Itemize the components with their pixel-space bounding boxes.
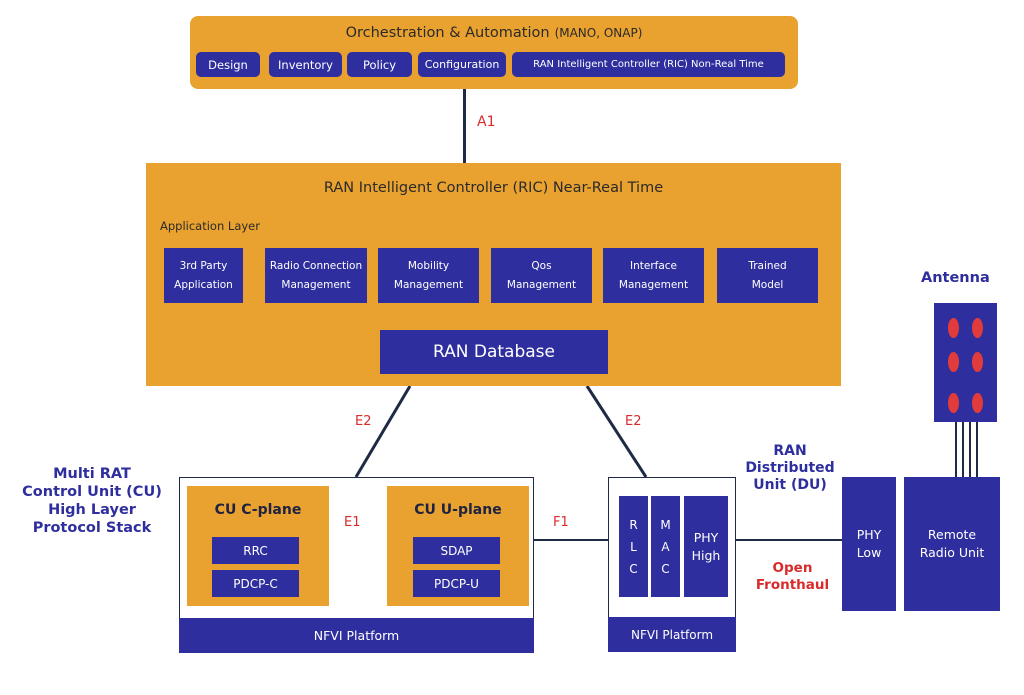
cu-label-line3: High Layer bbox=[48, 502, 136, 518]
e2-left-label: E2 bbox=[355, 414, 372, 429]
app-interface-line1: Interface bbox=[629, 259, 677, 272]
app-trained-model-line1: Trained bbox=[748, 259, 787, 272]
phy-low-line1: PHY bbox=[856, 527, 882, 542]
du-nfvi-platform: NFVI Platform bbox=[608, 617, 736, 652]
phy-low-line2: Low bbox=[856, 545, 882, 560]
orchestration-subtitle: (MANO, ONAP) bbox=[554, 26, 643, 40]
cu-label: Multi RAT Control Unit (CU) High Layer P… bbox=[12, 465, 172, 537]
pdcp-c-block: PDCP-C bbox=[212, 570, 299, 597]
orchestration-title-row: Orchestration & Automation (MANO, ONAP) bbox=[190, 23, 798, 43]
cu-u-plane-title: CU U-plane bbox=[414, 502, 502, 518]
du-label-line3: Unit (DU) bbox=[753, 477, 827, 493]
app-radio-connection-line1: Radio Connection bbox=[269, 259, 363, 272]
rlc-letter-3: C bbox=[629, 561, 638, 576]
inventory-button: Inventory bbox=[269, 52, 342, 77]
f1-label: F1 bbox=[553, 515, 569, 530]
mac-letter-3: C bbox=[661, 561, 670, 576]
app-mobility-line2: Management bbox=[393, 278, 464, 291]
cu-c-plane-title: CU C-plane bbox=[214, 502, 302, 518]
mac-block: M A C bbox=[651, 496, 680, 597]
rru-line1: Remote bbox=[927, 527, 977, 542]
phy-high-line1: PHY bbox=[693, 529, 719, 545]
open-fronthaul-line1: Open bbox=[772, 560, 813, 576]
policy-button: Policy bbox=[347, 52, 412, 77]
rrc-block: RRC bbox=[212, 537, 299, 564]
app-interface-line2: Management bbox=[618, 278, 689, 291]
e2-right-label: E2 bbox=[625, 414, 642, 429]
antenna-element-3 bbox=[948, 352, 959, 372]
antenna-element-5 bbox=[948, 393, 959, 413]
configuration-button: Configuration bbox=[418, 52, 506, 77]
ran-database: RAN Database bbox=[380, 330, 608, 374]
app-trained-model-line2: Model bbox=[751, 278, 784, 291]
app-radio-connection: Radio Connection Management bbox=[265, 248, 367, 303]
du-label: RAN Distributed Unit (DU) bbox=[735, 443, 845, 494]
pdcp-u-block: PDCP-U bbox=[413, 570, 500, 597]
app-interface: Interface Management bbox=[603, 248, 704, 303]
open-fronthaul-line2: Fronthaul bbox=[755, 577, 830, 593]
cu-label-line2: Control Unit (CU) bbox=[22, 484, 162, 500]
du-label-line2: Distributed bbox=[745, 460, 835, 476]
application-layer-label: Application Layer bbox=[160, 219, 260, 233]
cu-label-line1: Multi RAT bbox=[53, 466, 131, 482]
app-qos-line1: Qos bbox=[531, 259, 552, 272]
app-mobility-line1: Mobility bbox=[407, 259, 450, 272]
mac-letter-2: A bbox=[661, 539, 670, 554]
ric-non-rt-button: RAN Intelligent Controller (RIC) Non-Rea… bbox=[512, 52, 785, 77]
app-trained-model: Trained Model bbox=[717, 248, 818, 303]
phy-high-block: PHY High bbox=[684, 496, 728, 597]
e1-label: E1 bbox=[344, 515, 361, 530]
remote-radio-unit: Remote Radio Unit bbox=[904, 477, 1000, 611]
design-button: Design bbox=[196, 52, 260, 77]
app-radio-connection-line2: Management bbox=[281, 278, 351, 291]
app-3rd-party-line2: Application bbox=[174, 278, 233, 291]
a1-link-line bbox=[463, 89, 466, 163]
antenna-element-1 bbox=[948, 318, 959, 338]
e2-right-line bbox=[585, 385, 648, 478]
phy-high-line2: High bbox=[691, 547, 721, 563]
app-mobility: Mobility Management bbox=[378, 248, 479, 303]
app-3rd-party-line1: 3rd Party bbox=[179, 259, 228, 272]
sdap-block: SDAP bbox=[413, 537, 500, 564]
app-qos-line2: Management bbox=[506, 278, 577, 291]
open-fronthaul-label: Open Fronthaul bbox=[745, 560, 840, 594]
orchestration-title: Orchestration & Automation bbox=[345, 25, 550, 41]
du-label-line1: RAN bbox=[773, 443, 807, 459]
phy-low-block: PHY Low bbox=[842, 477, 896, 611]
mac-letter-1: M bbox=[660, 517, 671, 532]
antenna-label: Antenna bbox=[921, 270, 990, 286]
antenna-panel bbox=[934, 303, 997, 422]
rru-line2: Radio Unit bbox=[919, 545, 985, 560]
ric-near-rt-title: RAN Intelligent Controller (RIC) Near-Re… bbox=[323, 180, 664, 196]
antenna-element-2 bbox=[972, 318, 983, 338]
a1-label: A1 bbox=[477, 114, 496, 130]
rlc-block: R L C bbox=[619, 496, 648, 597]
antenna-element-4 bbox=[972, 352, 983, 372]
app-qos: Qos Management bbox=[491, 248, 592, 303]
cu-nfvi-platform: NFVI Platform bbox=[179, 618, 534, 653]
antenna-element-6 bbox=[972, 393, 983, 413]
e2-left-line bbox=[354, 385, 412, 478]
app-3rd-party: 3rd Party Application bbox=[164, 248, 243, 303]
rlc-letter-2: L bbox=[630, 539, 637, 554]
cu-label-line4: Protocol Stack bbox=[32, 520, 152, 536]
rlc-letter-1: R bbox=[629, 517, 638, 532]
